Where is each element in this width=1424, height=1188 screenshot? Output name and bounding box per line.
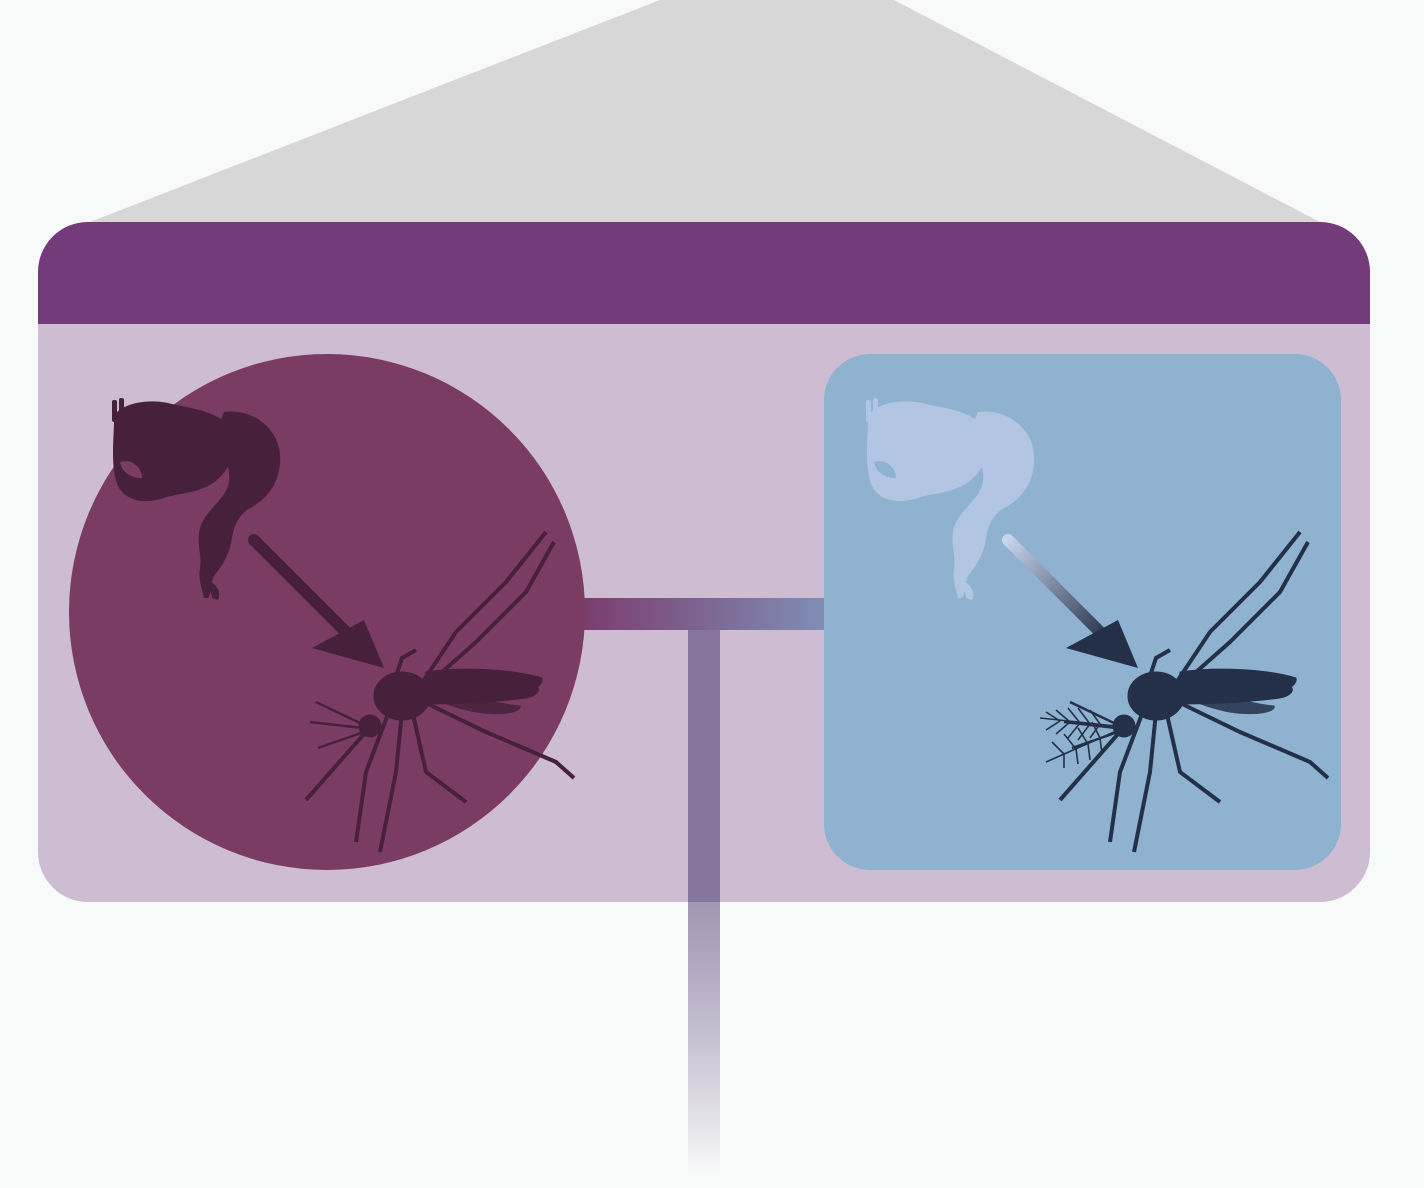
stem-connector-inner (688, 628, 720, 902)
header-bar (38, 222, 1370, 324)
roof (90, 0, 1320, 222)
horizontal-connector (580, 598, 828, 630)
